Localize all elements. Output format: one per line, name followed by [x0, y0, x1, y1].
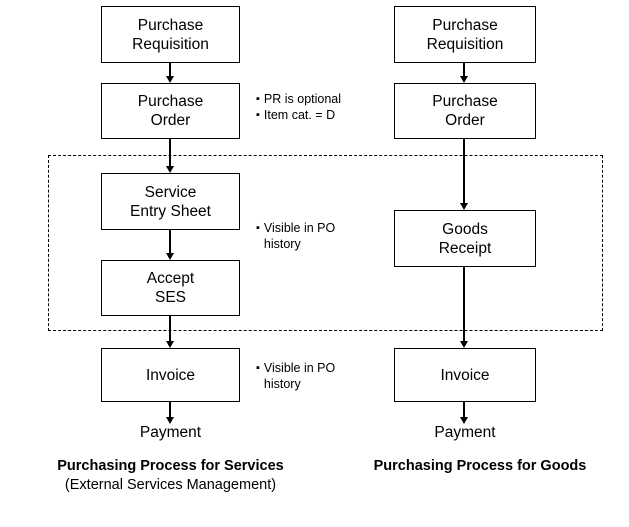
annotation-row: ▪ Item cat. = D: [256, 108, 361, 124]
svc-invoice-node[interactable]: Invoice: [101, 348, 240, 402]
annotation-row: ▪ PR is optional: [256, 92, 361, 108]
goods-purchase-requisition-node[interactable]: Purchase Requisition: [394, 6, 536, 63]
annotation-text: Visible in PO history: [263, 221, 336, 251]
goods-goods-receipt-node[interactable]: Goods Receipt: [394, 210, 536, 267]
svc-purchase-order-label: Purchase Order: [137, 93, 204, 129]
svc-purchase-order-node[interactable]: Purchase Order: [101, 83, 240, 139]
caption-goods-title: Purchasing Process for Goods: [373, 458, 587, 474]
svc-payment-terminator: Payment: [101, 423, 240, 442]
goods-purchase-order-node[interactable]: Purchase Order: [394, 83, 536, 139]
goods-goods-receipt-label: Goods Receipt: [438, 220, 492, 257]
annotation-text: Visible in PO history: [263, 361, 336, 391]
svc-service-entry-sheet-node[interactable]: Service Entry Sheet: [101, 173, 240, 230]
bullet-icon: ▪: [256, 362, 260, 374]
annotation-text: PR is optional: [263, 92, 342, 106]
bullet-icon: ▪: [256, 108, 260, 121]
svc-service-entry-sheet-label: Service Entry Sheet: [130, 183, 211, 220]
bullet-icon: ▪: [256, 93, 260, 105]
svc-invoice-label: Invoice: [145, 366, 196, 384]
goods-purchase-requisition-label: Purchase Requisition: [426, 16, 504, 53]
svc-accept-ses-node[interactable]: Accept SES: [101, 260, 240, 316]
caption-services-title: Purchasing Process for Services: [57, 458, 284, 474]
bullet-icon: ▪: [256, 222, 260, 234]
goods-payment-label: Payment: [434, 424, 496, 441]
svc-payment-label: Payment: [139, 424, 202, 441]
caption-services-subtitle: (External Services Management): [64, 477, 277, 493]
goods-invoice-label: Invoice: [440, 366, 490, 384]
annotation-invoice: ▪ Visible in PO history: [256, 361, 356, 392]
annotation-row: ▪ Visible in PO history: [256, 361, 356, 392]
svc-accept-ses-label: Accept SES: [146, 270, 195, 306]
goods-receipt-equivalent-region: [48, 155, 603, 331]
svc-purchase-requisition-node[interactable]: Purchase Requisition: [101, 6, 240, 63]
goods-payment-terminator: Payment: [394, 423, 536, 442]
caption-services: Purchasing Process for Services (Externa…: [8, 457, 333, 495]
annotation-text: Item cat. = D: [263, 107, 336, 122]
annotation-ses: ▪ Visible in PO history: [256, 221, 356, 252]
goods-invoice-node[interactable]: Invoice: [394, 348, 536, 402]
caption-goods: Purchasing Process for Goods: [335, 457, 625, 476]
goods-purchase-order-label: Purchase Order: [432, 93, 498, 129]
svc-purchase-requisition-label: Purchase Requisition: [132, 16, 209, 53]
annotation-row: ▪ Visible in PO history: [256, 221, 356, 252]
annotation-purchase-order: ▪ PR is optional ▪ Item cat. = D: [256, 92, 361, 123]
